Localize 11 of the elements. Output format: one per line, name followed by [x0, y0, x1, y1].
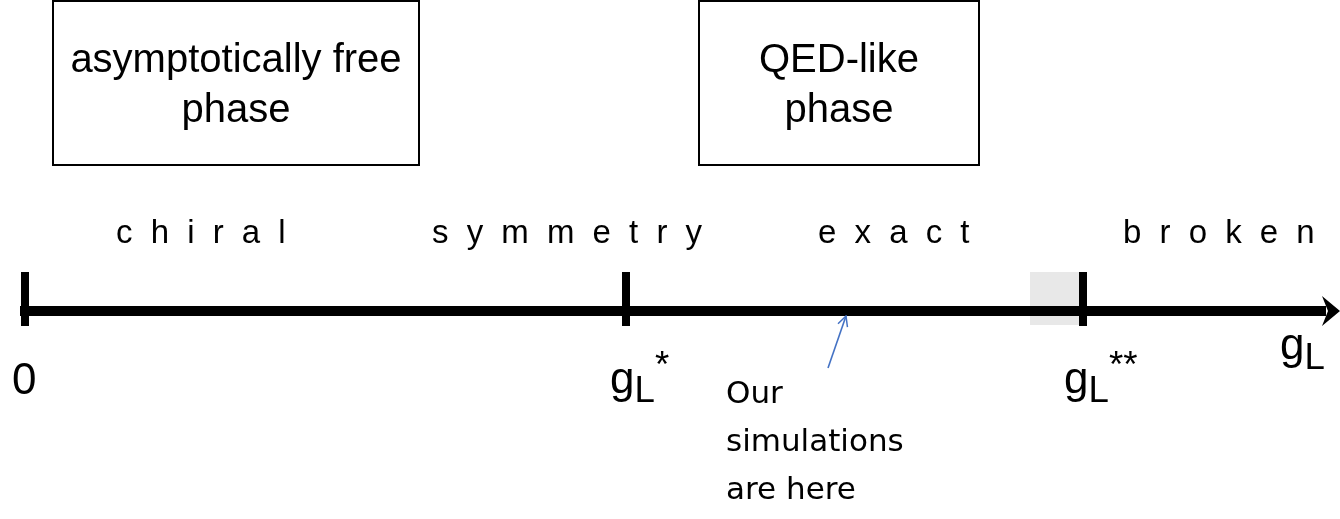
leader-arrow — [827, 315, 849, 369]
region-label: broken — [1123, 214, 1333, 251]
region-label: chiral — [116, 214, 304, 251]
region-label: exact — [818, 214, 988, 251]
phase-box: asymptotically free phase — [52, 0, 420, 166]
tick-label: 0 — [12, 355, 37, 404]
axis-arrow — [20, 296, 1340, 326]
annotation-text: Our simulations are here — [726, 368, 956, 514]
region-label: symmetry — [432, 214, 721, 251]
tick-label: g$_{L}$ — [1280, 320, 1325, 378]
phase-box: QED-like phase — [698, 0, 980, 166]
